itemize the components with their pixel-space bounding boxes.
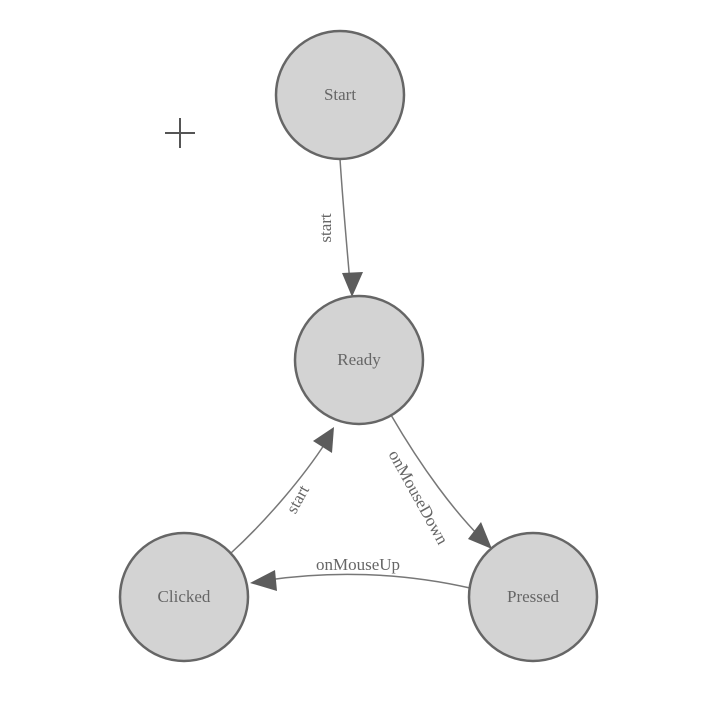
edge-label-pressed-to-clicked: onMouseUp [316,555,400,574]
edge-path-clicked-to-ready [230,441,327,554]
edge-path-start-to-ready [339,158,351,284]
edge-ready-to-pressed[interactable]: onMouseDown [385,414,492,549]
edge-pressed-to-clicked[interactable]: onMouseUp [250,555,471,591]
edge-path-pressed-to-clicked [267,573,471,589]
edge-path-ready-to-pressed [390,414,483,540]
node-clicked[interactable]: Clicked [118,531,250,663]
edge-label-ready-to-pressed: onMouseDown [385,447,453,548]
arrowhead-clicked-to-ready [313,427,334,453]
edge-clicked-to-ready[interactable]: start [230,427,334,554]
arrowhead-pressed-to-clicked [250,570,277,591]
node-start-circle[interactable] [274,29,406,161]
arrowhead-start-to-ready [342,272,363,297]
node-ready-circle[interactable] [293,294,425,426]
edge-label-start-to-ready: start [316,213,335,243]
node-start[interactable]: Start [274,29,406,161]
node-clicked-circle[interactable] [118,531,250,663]
plus-marker-icon[interactable] [165,118,195,148]
node-ready[interactable]: Ready [293,294,425,426]
node-pressed-circle[interactable] [467,531,599,663]
edge-label-clicked-to-ready: start [282,482,313,517]
arrowhead-ready-to-pressed [468,522,492,549]
node-pressed[interactable]: Pressed [467,531,599,663]
edge-start-to-ready[interactable]: start [316,158,363,297]
